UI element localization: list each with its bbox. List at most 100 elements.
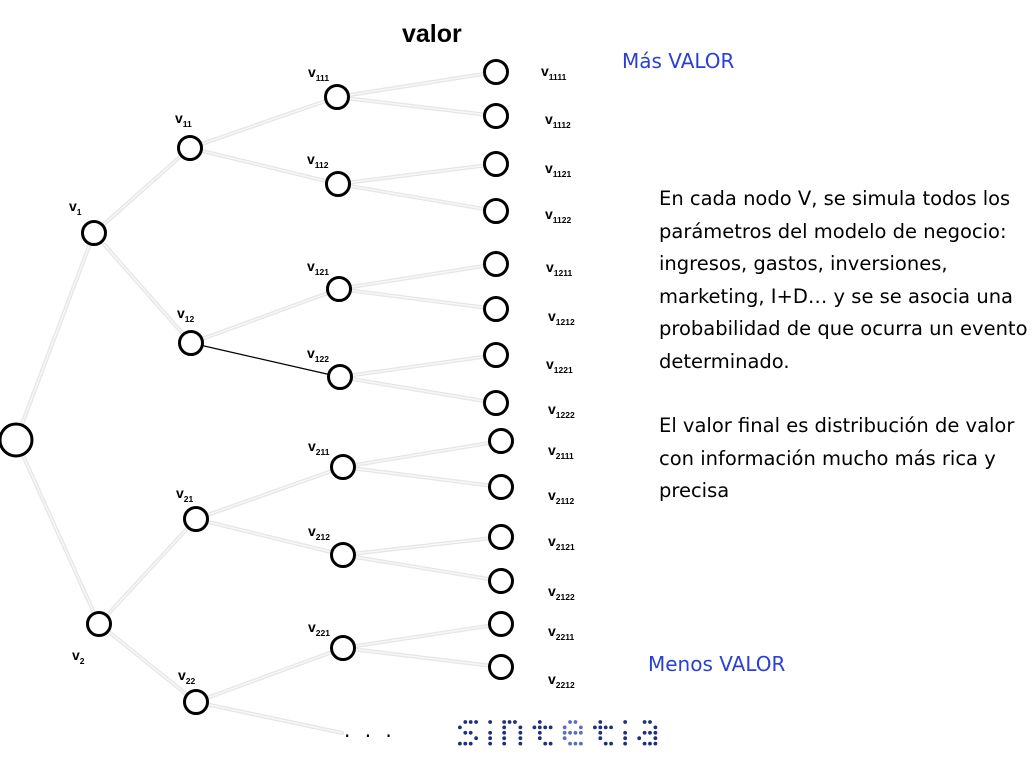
tree-edge-1-12 xyxy=(93,232,192,344)
tree-nodes xyxy=(0,59,514,715)
logo-dot xyxy=(463,741,468,746)
logo-dot xyxy=(623,720,628,724)
logo-dot xyxy=(648,720,652,724)
tree-node-2111 xyxy=(488,428,514,454)
sintetia-logo: sintetia xyxy=(458,720,658,746)
tree-edge-11-112 xyxy=(189,147,339,185)
logo-dot xyxy=(488,720,493,724)
description-text: En cada nodo V, se simula todos los pará… xyxy=(659,183,1029,508)
logo-dot xyxy=(548,725,553,730)
logo-dot xyxy=(578,725,583,730)
logo-dot xyxy=(518,725,523,730)
node-label-1212: v1212 xyxy=(548,308,575,327)
logo-dot xyxy=(468,730,473,735)
logo-dot xyxy=(537,730,542,735)
node-label-122: v122 xyxy=(307,345,329,364)
logo-dot xyxy=(598,736,603,741)
logo-dot xyxy=(562,736,567,741)
node-label-1111: v1111 xyxy=(541,63,567,82)
node-label-121: v121 xyxy=(307,258,329,277)
ellipsis: . . . xyxy=(344,718,396,742)
logo-dot xyxy=(653,730,658,735)
tree-node-111 xyxy=(324,84,350,110)
logo-dot xyxy=(543,725,548,730)
logo-dot xyxy=(623,741,628,746)
tree-edge-111-1111 xyxy=(336,71,497,98)
node-label-2211: v2211 xyxy=(548,623,575,642)
tree-node-211 xyxy=(330,454,356,480)
node-label-1: v1 xyxy=(69,198,82,217)
logo-dot xyxy=(488,730,493,735)
logo-dot xyxy=(463,720,468,724)
logo-dot xyxy=(562,730,567,735)
logo-dot xyxy=(537,720,542,724)
tree-edge-root-1 xyxy=(15,232,95,441)
logo-dot xyxy=(458,741,462,746)
logo-dot xyxy=(573,741,578,746)
tree-edge-root-2 xyxy=(15,439,100,625)
logo-dot xyxy=(568,730,572,735)
tree-node-2112 xyxy=(488,474,514,500)
tree-edge-112-1121 xyxy=(337,163,497,185)
node-label-22: v22 xyxy=(178,667,196,686)
tree-node-11 xyxy=(177,135,203,161)
tree-edge-21-212 xyxy=(195,518,344,556)
tree-node-1212 xyxy=(483,296,509,322)
logo-dot xyxy=(518,730,523,735)
tree-node-1121 xyxy=(483,151,509,177)
node-label-2121: v2121 xyxy=(548,533,575,552)
tree-node-1111 xyxy=(483,59,509,85)
node-label-2111: v2111 xyxy=(548,442,574,461)
tree-node-112 xyxy=(325,171,351,197)
tree-edge-122-1221 xyxy=(339,354,497,378)
tree-node-212 xyxy=(330,542,356,568)
tree-node-1122 xyxy=(483,198,509,224)
logo-dot xyxy=(653,736,658,741)
description-paragraph-2: El valor final es distribución de valor … xyxy=(659,414,1015,502)
tree-edge-221-2212 xyxy=(342,647,502,668)
tree-node-2 xyxy=(86,611,112,637)
logo-dot xyxy=(463,730,468,735)
node-label-1121: v1121 xyxy=(545,160,572,179)
tree-node-1222 xyxy=(483,390,509,416)
logo-dot xyxy=(653,741,658,746)
node-label-2: v2 xyxy=(72,647,85,666)
less-value-label: Menos VALOR xyxy=(648,652,786,676)
tree-node-1112 xyxy=(483,103,509,129)
logo-dot xyxy=(518,741,523,746)
logo-dot xyxy=(502,741,507,746)
node-label-2212: v2212 xyxy=(548,671,575,690)
node-label-1122: v1122 xyxy=(545,206,572,225)
tree-node-12 xyxy=(178,330,204,356)
node-label-21: v21 xyxy=(176,485,194,504)
tree-node-2212 xyxy=(488,654,514,680)
logo-dot xyxy=(603,725,608,730)
tree-node-1 xyxy=(81,220,107,246)
logo-dot xyxy=(513,720,517,724)
logo-dot xyxy=(648,730,652,735)
logo-dot xyxy=(502,720,507,724)
tree-node-221 xyxy=(330,635,356,661)
tree-edge-121-1211 xyxy=(338,263,497,290)
node-label-1222: v1222 xyxy=(548,401,575,420)
tree-node-122 xyxy=(327,364,353,390)
logo-dot xyxy=(609,725,613,730)
logo-dot xyxy=(468,741,473,746)
diagram-title: valor xyxy=(402,20,462,48)
more-value-label: Más VALOR xyxy=(622,49,735,73)
node-label-1211: v1211 xyxy=(546,259,573,278)
logo-dot xyxy=(637,736,642,741)
logo-dot xyxy=(518,736,523,741)
logo-dot xyxy=(598,720,603,724)
node-label-1112: v1112 xyxy=(545,111,571,130)
tree-edge-212-2122 xyxy=(342,554,502,582)
logo-dot xyxy=(543,741,548,746)
node-label-111: v111 xyxy=(308,64,329,83)
tree-edge-12-122 xyxy=(190,342,341,378)
tree-edge-111-1112 xyxy=(336,96,497,117)
tree-edge-12-121 xyxy=(190,288,340,344)
logo-dot xyxy=(548,741,553,746)
node-label-1221: v1221 xyxy=(546,356,573,375)
logo-dot xyxy=(568,720,572,724)
